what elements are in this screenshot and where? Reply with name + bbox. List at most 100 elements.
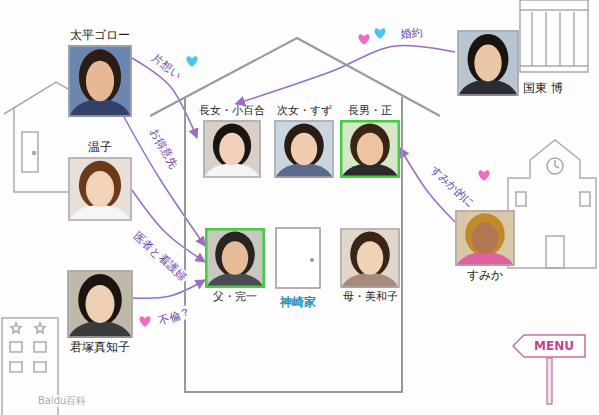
face-shape — [85, 285, 114, 323]
face-shape — [357, 241, 383, 275]
photo-frame — [458, 31, 518, 95]
face-shape — [291, 133, 317, 165]
portrait-photo — [340, 228, 400, 288]
door-knob — [310, 258, 314, 262]
photo-frame — [206, 229, 264, 287]
shoulders-shape — [69, 205, 130, 221]
building-column — [545, 12, 547, 66]
heart-symbol — [478, 170, 489, 181]
building-window — [516, 192, 526, 206]
portrait-photo — [68, 157, 132, 221]
menu-text: MENU — [534, 339, 574, 354]
menu-sign-box: MENU — [512, 334, 586, 358]
house-door — [22, 132, 38, 172]
photo-frame — [275, 121, 333, 177]
portrait-photo — [68, 45, 132, 117]
character-card: 君塚真知子 — [67, 270, 133, 355]
face-shape — [222, 241, 248, 275]
family-house: 神崎家 長女・小百合次女・すず 長男・正父・完一 母・美和子 — [150, 36, 440, 396]
relation-label: すみか的に — [426, 161, 479, 210]
door-knob — [33, 152, 36, 155]
photo-frame — [204, 121, 260, 177]
hair-shape — [215, 232, 255, 278]
character-name: 母・美和子 — [343, 290, 398, 304]
hair-shape — [350, 232, 390, 278]
character-name: 太平ゴロー — [70, 28, 130, 43]
shoulders-shape — [456, 252, 514, 266]
photo-frame — [341, 121, 399, 177]
hair-shape — [213, 123, 251, 167]
building-cornice — [520, 9, 588, 11]
star-symbol — [35, 323, 45, 333]
building-window — [580, 192, 590, 206]
signpost — [547, 358, 552, 404]
character-name: すみか — [467, 268, 503, 283]
heart-symbol — [374, 28, 385, 39]
house-wall — [185, 97, 402, 392]
character-card: 長女・小百合 — [197, 104, 267, 178]
shoulders-shape — [458, 80, 518, 97]
hair-shape — [350, 123, 390, 167]
character-card: 国東 博 — [455, 30, 563, 96]
hair-shape — [79, 161, 121, 210]
character-card: すみか — [455, 210, 515, 283]
clock-face — [547, 158, 563, 174]
portrait-photo — [340, 120, 400, 178]
building-window — [34, 342, 46, 352]
character-card: 次女・すず — [274, 104, 334, 178]
building-window — [10, 342, 22, 352]
sign-pole — [547, 358, 552, 404]
character-card: 温子 — [68, 140, 132, 221]
building-wall — [2, 318, 58, 415]
relation-label: お得意先 — [146, 124, 181, 172]
heart-symbol — [186, 56, 197, 67]
relation-arrow — [132, 58, 197, 138]
portrait-photo — [274, 120, 334, 178]
building-window — [34, 362, 46, 372]
building-base — [520, 65, 588, 67]
photo-frame — [69, 158, 131, 220]
hair-shape — [468, 34, 509, 84]
watermark: Baidu百科 — [36, 395, 88, 407]
clock-hands — [555, 160, 559, 168]
face-shape — [474, 45, 501, 82]
relation-label: 婚約 — [398, 25, 425, 41]
character-name: 国東 博 — [523, 81, 563, 96]
relation-label: 医者と看護婦 — [130, 228, 191, 285]
photo-frame — [69, 46, 131, 116]
house-outline — [150, 36, 440, 396]
shoulders-shape — [275, 164, 333, 179]
face-shape — [472, 222, 498, 253]
photo-frame — [68, 271, 132, 337]
building-column — [559, 12, 561, 66]
character-card: 太平ゴロー — [68, 28, 132, 117]
character-name: 父・完一 — [213, 290, 257, 304]
face-shape — [219, 133, 245, 165]
relation-arrow — [400, 148, 455, 222]
hair-shape — [284, 123, 324, 167]
building-column — [531, 12, 533, 66]
hair-shape — [79, 49, 121, 104]
face-shape — [86, 61, 114, 101]
family-name: 神崎家 — [280, 295, 316, 310]
relation-arrow — [124, 117, 205, 246]
face-shape — [86, 171, 114, 207]
photo-frame — [456, 211, 514, 265]
office-building — [2, 318, 58, 415]
building-window — [10, 362, 22, 372]
character-name: 長男・正 — [348, 104, 392, 118]
shoulders-shape — [68, 321, 131, 338]
portrait-photo — [203, 120, 261, 178]
character-name: 温子 — [88, 140, 112, 155]
character-name: 次女・すず — [277, 104, 332, 118]
relation-arrow — [133, 280, 205, 298]
sign-board — [513, 335, 585, 357]
character-card: 長男・正 — [340, 104, 400, 178]
photo-frame — [341, 229, 399, 287]
building-outline — [508, 140, 596, 268]
building-outline — [520, 0, 588, 72]
hearts — [139, 28, 489, 327]
portrait-photo — [455, 210, 515, 266]
